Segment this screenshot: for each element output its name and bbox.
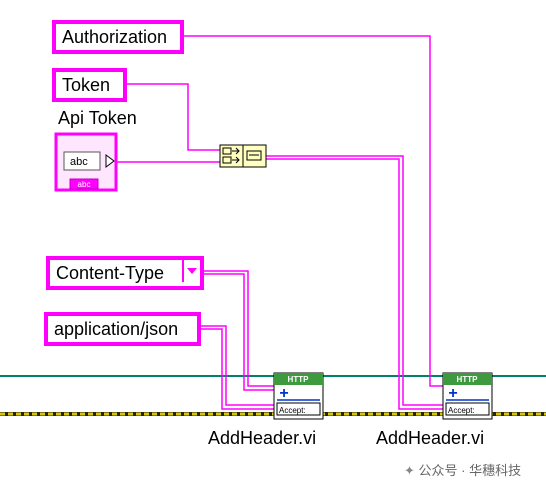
concat-input-icon-2 (222, 156, 232, 164)
accept-field-text: Accept: (279, 406, 306, 415)
wire-application-json-2 (200, 328, 274, 410)
accept-field-text: Accept: (448, 406, 475, 415)
wechat-icon: ✦ (404, 463, 415, 478)
addheader-node-right[interactable]: HTTP + Accept: (442, 372, 493, 420)
dropdown-arrow-icon[interactable] (182, 260, 200, 282)
application-json-constant[interactable]: application/json (44, 312, 201, 346)
wire-authorization[interactable] (183, 35, 443, 387)
concatenate-strings-node[interactable] (219, 144, 267, 168)
concat-arrow-icon-2 (232, 156, 240, 164)
plus-icon: + (448, 385, 457, 402)
addheader-node-left[interactable]: HTTP + Accept: (273, 372, 324, 420)
content-type-text: Content-Type (56, 263, 165, 283)
wire-concat-out[interactable] (266, 155, 443, 406)
concat-arrow-icon-1 (232, 147, 240, 155)
concat-input-icon-1 (222, 147, 232, 155)
addheader-label-left: AddHeader.vi (208, 428, 317, 448)
wire-application-json[interactable] (200, 325, 274, 406)
api-token-label: Api Token (58, 108, 137, 128)
authorization-constant[interactable]: Authorization (52, 20, 184, 54)
control-inner-text: abc (70, 156, 88, 168)
wire-token[interactable] (126, 83, 220, 151)
addheader-label-right: AddHeader.vi (376, 428, 485, 448)
api-token-control[interactable]: abc abc (54, 132, 118, 192)
watermark-text: 公众号 · 华穗科技 (418, 463, 522, 478)
plus-icon: + (279, 385, 288, 402)
content-type-constant[interactable]: Content-Type (46, 256, 204, 290)
http-banner-text: HTTP (288, 375, 310, 384)
wire-content-type[interactable] (203, 270, 274, 387)
wire-content-type-2 (203, 273, 274, 391)
wire-concat-out-2 (266, 158, 443, 410)
output-terminal-arrow-icon (105, 154, 115, 168)
watermark: ✦ 公众号 · 华穗科技 (404, 460, 521, 479)
http-banner-text: HTTP (457, 375, 479, 384)
control-type-text: abc (78, 180, 91, 189)
concat-output-icon (246, 150, 262, 161)
token-constant[interactable]: Token (52, 68, 127, 102)
